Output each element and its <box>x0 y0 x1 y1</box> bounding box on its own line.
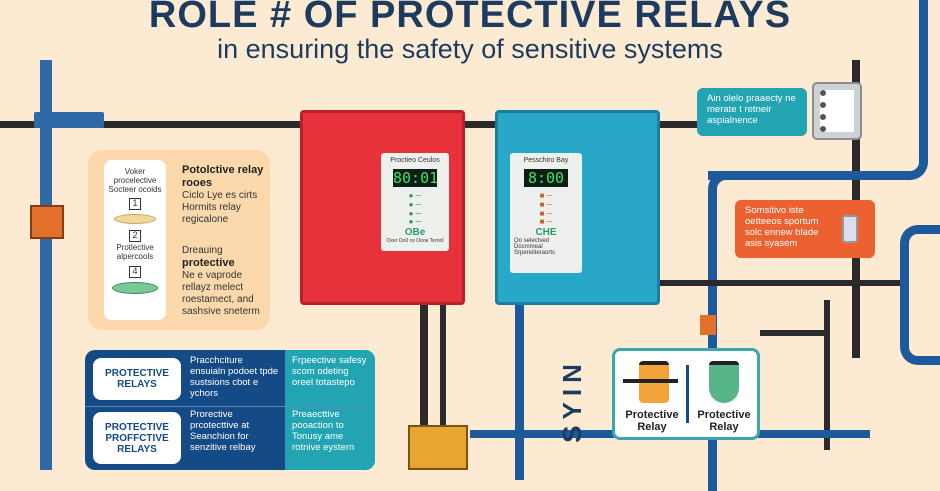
cable <box>660 121 700 128</box>
relay-display: 8:00 <box>524 169 568 187</box>
relay-logo: OBe <box>404 227 426 239</box>
utility-pole <box>40 60 52 470</box>
cable <box>420 300 428 440</box>
relay-display: 80:01 <box>393 169 439 187</box>
relay-footer: Oxer Oo0 ce Oooe Ternol <box>386 238 444 245</box>
callout-section-2: Dreauing protective Ne e vaprode rellayz… <box>182 245 268 318</box>
cable <box>440 300 446 440</box>
terminal-block <box>408 425 468 470</box>
layer-disc-green <box>112 281 158 294</box>
right-relay-label: Protective Relay <box>697 409 751 433</box>
fuse-box <box>30 205 64 239</box>
cable <box>760 330 830 336</box>
pole-bracket <box>34 112 104 128</box>
cable <box>465 121 495 128</box>
sensor-device <box>842 215 858 243</box>
cable <box>852 258 860 358</box>
cable <box>824 300 830 450</box>
relay-label: Pesschiro Bay <box>523 157 569 164</box>
callout-body-2: Ne e vaprode rellayz melect roestamect, … <box>182 270 260 318</box>
cable <box>0 121 300 128</box>
callout-body-1: Ciclo Lye es cirts Hormits relay regical… <box>182 190 258 226</box>
table-teal-column <box>285 350 375 470</box>
row-divider <box>85 406 375 407</box>
teal-relay-unit: Pesschiro Bay 8:00 ■ ─■ ─■ ─■ ─ CHE Oo s… <box>495 110 660 305</box>
relay-logo: CHE <box>535 227 557 239</box>
row-col2: Preaecttive pooaction to Tonusy ame rotn… <box>292 409 355 453</box>
relay-panel: Proctieo Ceulos 80:01 ● ─● ─● ─● ─ OBe O… <box>381 153 449 251</box>
relay-info-table: PROTECTIVE RELAYS Pracchciture ensuialn … <box>85 350 375 470</box>
callout-heading-2: protective <box>182 257 235 269</box>
step-3: 4 <box>129 265 141 278</box>
relay-comparison-panel: Protective Relay Protective Relay <box>612 348 760 440</box>
row-col1: Pracchciture ensuialn podoet tpde sustsi… <box>190 355 279 399</box>
shaft-icon <box>623 379 678 383</box>
card-label: Protlective alpercools <box>116 243 154 261</box>
page-title: ROLE # OF PROTECTIVE RELAYS <box>148 0 792 36</box>
step-2: 2 <box>129 230 141 243</box>
row-col2: Frpeective safesy scom odeting oreel tot… <box>292 355 367 388</box>
left-relay-label: Protective Relay <box>625 409 679 433</box>
vertical-text: SYIN <box>556 358 587 443</box>
row-label: PROTECTIVE RELAYS <box>93 358 181 400</box>
green-relay-icon <box>709 361 739 403</box>
callout-heading-1: Potolctive relay rooes <box>182 164 264 190</box>
callout-heading-2-pre: Dreauing <box>182 245 223 256</box>
callout-section-1: Potolctive relay rooes Ciclo Lye es cirt… <box>182 164 268 226</box>
orange-connector <box>700 315 716 335</box>
teal-info-label: Ain olelo praaecty ne merate t retneir a… <box>697 88 807 136</box>
step-1: 1 <box>129 198 141 211</box>
row-col1: Prorective prcotecttive at Seanchion for… <box>190 409 256 453</box>
row-label: PROTECTIVE PROFFCTIVE RELAYS <box>93 412 181 464</box>
status-leds: ■ ─■ ─■ ─■ ─ <box>539 191 553 227</box>
status-leds: ● ─● ─● ─● ─ <box>408 191 422 227</box>
red-relay-unit: Proctieo Ceulos 80:01 ● ─● ─● ─● ─ OBe O… <box>300 110 465 305</box>
meter-device <box>812 82 862 140</box>
blue-pipe <box>900 225 940 365</box>
relay-footer: Oo selectved Dosmmeal Srpereiiteraorts <box>514 238 556 257</box>
relay-panel: Pesschiro Bay 8:00 ■ ─■ ─■ ─■ ─ CHE Oo s… <box>510 153 582 273</box>
layer-disc-yellow <box>114 214 156 225</box>
panel-divider <box>686 365 689 423</box>
page-subtitle: in ensuring the safety of sensitive syst… <box>217 34 723 64</box>
relay-label: Proctieo Ceulos <box>390 157 440 164</box>
steps-card: Voker procelective Socteer ocoids 1 2 Pr… <box>104 160 166 320</box>
meter-screen <box>820 90 854 132</box>
cable <box>660 280 900 286</box>
card-title: Voker procelective Socteer ocoids <box>108 167 162 194</box>
blue-pipe <box>515 290 535 480</box>
